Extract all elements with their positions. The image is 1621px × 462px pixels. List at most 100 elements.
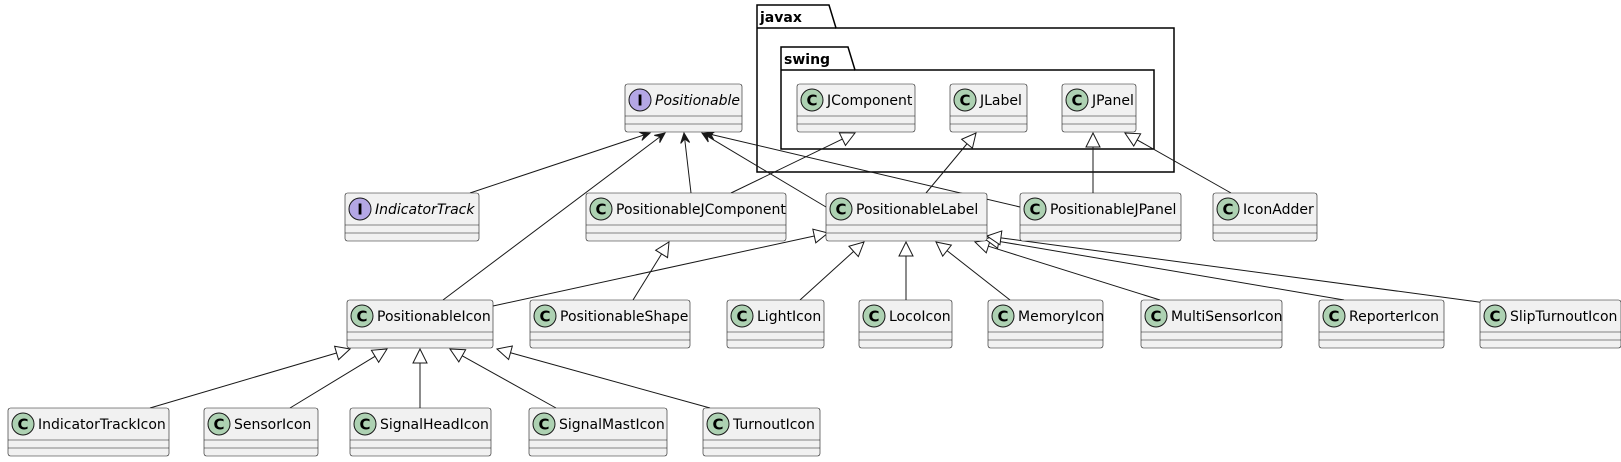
stereotype-glyph: C: [1222, 201, 1233, 219]
association-arrowhead: [654, 132, 666, 143]
class-name: PositionableIcon: [377, 309, 491, 325]
edge-PositionableJPanel-to-JPanel: [1085, 131, 1101, 193]
edge-PositionableIcon-to-PositionableLabel: [492, 228, 830, 307]
class-stereotype-icon: [706, 412, 730, 436]
class-stereotype-icon: [207, 412, 231, 436]
class-name: JPanel: [1091, 93, 1134, 109]
class-stereotype-icon: [829, 197, 853, 221]
edge-SensorIcon-to-PositionableIcon: [289, 348, 388, 409]
edge-IconAdder-to-JPanel: [1124, 132, 1232, 194]
interface-stereotype-icon: [628, 88, 652, 112]
stereotype-glyph: C: [1029, 201, 1040, 219]
class-stereotype-icon: [730, 304, 754, 328]
edge-SignalHeadIcon-to-PositionableIcon: [412, 347, 428, 408]
class-JComponent[interactable]: C JComponent: [796, 83, 916, 133]
inheritance-arrowhead: [935, 241, 953, 258]
class-box: [349, 407, 492, 457]
class-stereotype-icon: [800, 88, 824, 112]
stereotype-glyph: C: [1328, 308, 1339, 326]
stereotype-glyph: C: [736, 308, 747, 326]
class-stereotype-icon: [589, 197, 613, 221]
inheritance-arrowhead: [1124, 132, 1142, 147]
class-box: [344, 192, 480, 242]
class-box: [825, 192, 988, 242]
class-name: IconAdder: [1243, 202, 1314, 218]
interface-Positionable[interactable]: I Positionable: [624, 83, 743, 133]
package-swing-label: swing: [784, 52, 830, 68]
association-arrowhead: [680, 131, 691, 144]
package-javax-label: javax: [759, 10, 802, 26]
class-SignalHeadIcon[interactable]: C SignalHeadIcon: [349, 407, 492, 457]
class-stereotype-icon: [353, 412, 377, 436]
class-name: JComponent: [826, 93, 913, 109]
edge-PositionableJComponent-to-JComponent: [730, 132, 857, 194]
class-name: LocoIcon: [889, 309, 951, 325]
class-name: LightIcon: [757, 309, 821, 325]
class-name: SignalHeadIcon: [380, 417, 489, 433]
package-javax: javax: [756, 4, 1175, 173]
class-name: PositionableJPanel: [1050, 202, 1176, 218]
class-name: ReporterIcon: [1349, 309, 1439, 325]
stereotype-glyph: C: [835, 201, 846, 219]
stereotype-glyph: C: [213, 416, 224, 434]
class-ReporterIcon[interactable]: C ReporterIcon: [1318, 299, 1445, 349]
edge-MemoryIcon-to-PositionableLabel: [935, 241, 1011, 301]
inheritance-arrowhead: [449, 348, 467, 363]
stereotype-glyph: I: [637, 92, 643, 110]
stereotype-glyph: C: [538, 416, 549, 434]
inheritance-arrowhead: [985, 230, 1003, 246]
class-box: [585, 192, 787, 242]
inheritance-arrowhead: [812, 228, 830, 244]
class-stereotype-icon: [1023, 197, 1047, 221]
inheritance-arrowhead: [370, 348, 388, 364]
inheritance-arrowhead: [960, 132, 977, 150]
stereotype-glyph: C: [539, 308, 550, 326]
edge-ReporterIcon-to-PositionableLabel: [983, 233, 1345, 301]
class-LightIcon[interactable]: C LightIcon: [726, 299, 825, 349]
class-name: TurnoutIcon: [732, 417, 815, 433]
class-box: [528, 407, 668, 457]
inheritance-arrowhead: [654, 241, 670, 259]
class-stereotype-icon: [1216, 197, 1240, 221]
class-name: MultiSensorIcon: [1171, 309, 1282, 325]
class-box: [1140, 299, 1283, 349]
stereotype-glyph: C: [806, 92, 817, 110]
class-stereotype-icon: [862, 304, 886, 328]
stereotype-glyph: C: [595, 201, 606, 219]
class-stereotype-icon: [1065, 88, 1089, 112]
class-box: [529, 299, 691, 349]
class-stereotype-icon: [1322, 304, 1346, 328]
class-name: PositionableLabel: [856, 202, 978, 218]
class-PositionableLabel[interactable]: C PositionableLabel: [825, 192, 988, 242]
edge-MultiSensorIcon-to-PositionableLabel: [973, 238, 1161, 301]
class-name: JLabel: [979, 93, 1022, 109]
inheritance-arrowhead: [898, 240, 914, 257]
class-JLabel[interactable]: C JLabel: [949, 83, 1028, 133]
stereotype-glyph: C: [359, 416, 370, 434]
class-box: [7, 407, 170, 457]
class-name: Positionable: [655, 93, 740, 109]
class-IconAdder[interactable]: C IconAdder: [1212, 192, 1318, 242]
inheritance-arrowhead: [838, 132, 857, 147]
stereotype-glyph: I: [357, 201, 363, 219]
class-stereotype-icon: [953, 88, 977, 112]
class-PositionableJPanel[interactable]: C PositionableJPanel: [1019, 192, 1182, 242]
class-box: [346, 299, 494, 349]
interface-stereotype-icon: [348, 197, 372, 221]
stereotype-glyph: C: [959, 92, 970, 110]
package-swing: swing: [780, 46, 1155, 150]
